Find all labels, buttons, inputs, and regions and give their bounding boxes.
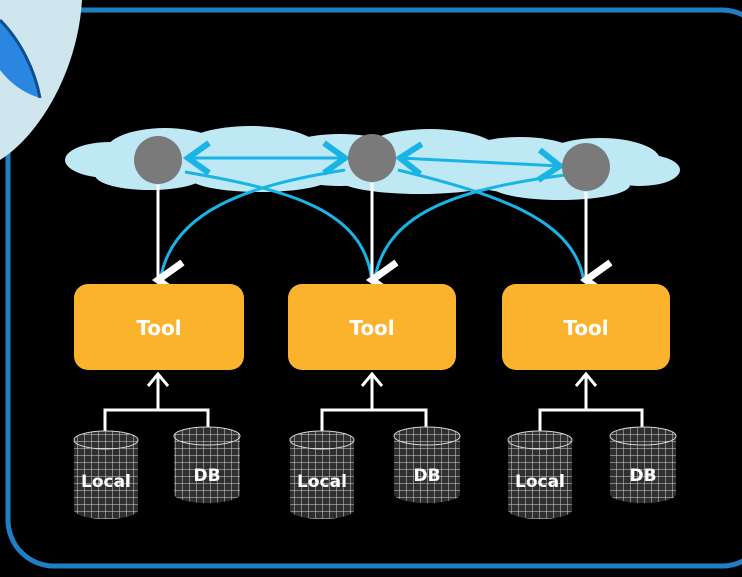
storage-label: Local bbox=[515, 472, 565, 492]
storage-db: DB bbox=[393, 426, 461, 503]
tool-group-2: Tool Local DB bbox=[288, 284, 461, 519]
tool-group-3: Tool Local DB bbox=[502, 284, 677, 519]
storage-label: DB bbox=[193, 466, 220, 486]
storage-local: Local bbox=[73, 430, 139, 519]
node-to-tool-arrows bbox=[151, 183, 613, 301]
storage-local: Local bbox=[507, 430, 573, 519]
cloud-node-3 bbox=[562, 143, 610, 191]
link-node2-tool3 bbox=[397, 168, 586, 283]
link-node1-tool2 bbox=[184, 170, 374, 283]
storage-label: Local bbox=[81, 472, 131, 492]
tool-label: Tool bbox=[563, 316, 608, 340]
diagram-frame bbox=[5, 7, 742, 569]
storage-label: DB bbox=[629, 466, 656, 486]
storage-label: DB bbox=[413, 466, 440, 486]
peer-arrow-2-3 bbox=[394, 141, 566, 183]
tool-label: Tool bbox=[349, 316, 394, 340]
cloud-node-2 bbox=[348, 134, 396, 182]
cloud-node-1 bbox=[134, 136, 182, 184]
link-node2-tool1 bbox=[158, 168, 346, 283]
storage-local: Local bbox=[289, 430, 355, 519]
tool-box[interactable] bbox=[502, 284, 670, 370]
tool-label: Tool bbox=[136, 316, 181, 340]
storage-db: DB bbox=[173, 426, 241, 503]
storage-db: DB bbox=[609, 426, 677, 503]
tool-box[interactable] bbox=[288, 284, 456, 370]
storage-label: Local bbox=[297, 472, 347, 492]
tool-group-1: Tool Local DB bbox=[73, 284, 244, 519]
corner-badge-icon bbox=[0, 0, 82, 160]
link-node3-tool2 bbox=[372, 173, 566, 283]
tool-box[interactable] bbox=[74, 284, 244, 370]
peer-connections bbox=[158, 140, 586, 283]
